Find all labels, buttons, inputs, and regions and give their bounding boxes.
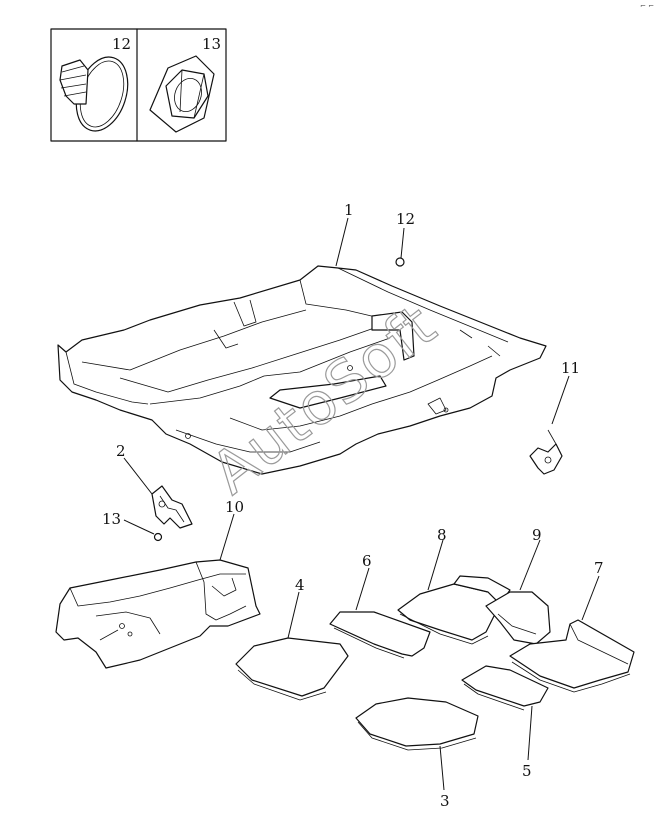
callout-9: 9 [532,526,542,544]
callout-8: 8 [437,526,447,544]
callout-3: 3 [440,792,450,810]
part-10-rear-floor-trim [55,559,261,669]
part-13-nut [153,532,163,542]
callout-10: 10 [225,498,244,516]
callout-12: 12 [396,210,415,228]
part-7-driver-mat [509,619,635,693]
part-9-mat [485,591,551,645]
flange-nut-icon [149,55,215,133]
callout-4: 4 [295,576,305,594]
part-4-rear-mat [235,637,349,701]
corner-mark: ⌐ ⌐ [640,2,654,10]
part-2-bracket [151,485,193,529]
fastener-legend-box: 12 13 [50,28,227,142]
part-5-mat [461,665,549,711]
push-clip-icon [59,56,129,132]
part-8-front-mat [397,575,511,645]
part-11-clip [529,429,563,475]
part-1-floor-carpet [57,265,547,475]
callout-13: 13 [102,510,121,528]
part-3-rear-mat [355,697,479,751]
callout-2: 2 [116,442,126,460]
part-12-clip [395,257,405,267]
callout-6: 6 [362,552,372,570]
callout-1: 1 [344,201,354,219]
leader-lines [123,217,600,791]
legend-number-12: 12 [112,35,131,53]
callout-5: 5 [522,762,532,780]
part-6-mat [329,611,431,659]
callout-7: 7 [594,559,604,577]
legend-number-13: 13 [202,35,221,53]
callout-11: 11 [561,359,580,377]
